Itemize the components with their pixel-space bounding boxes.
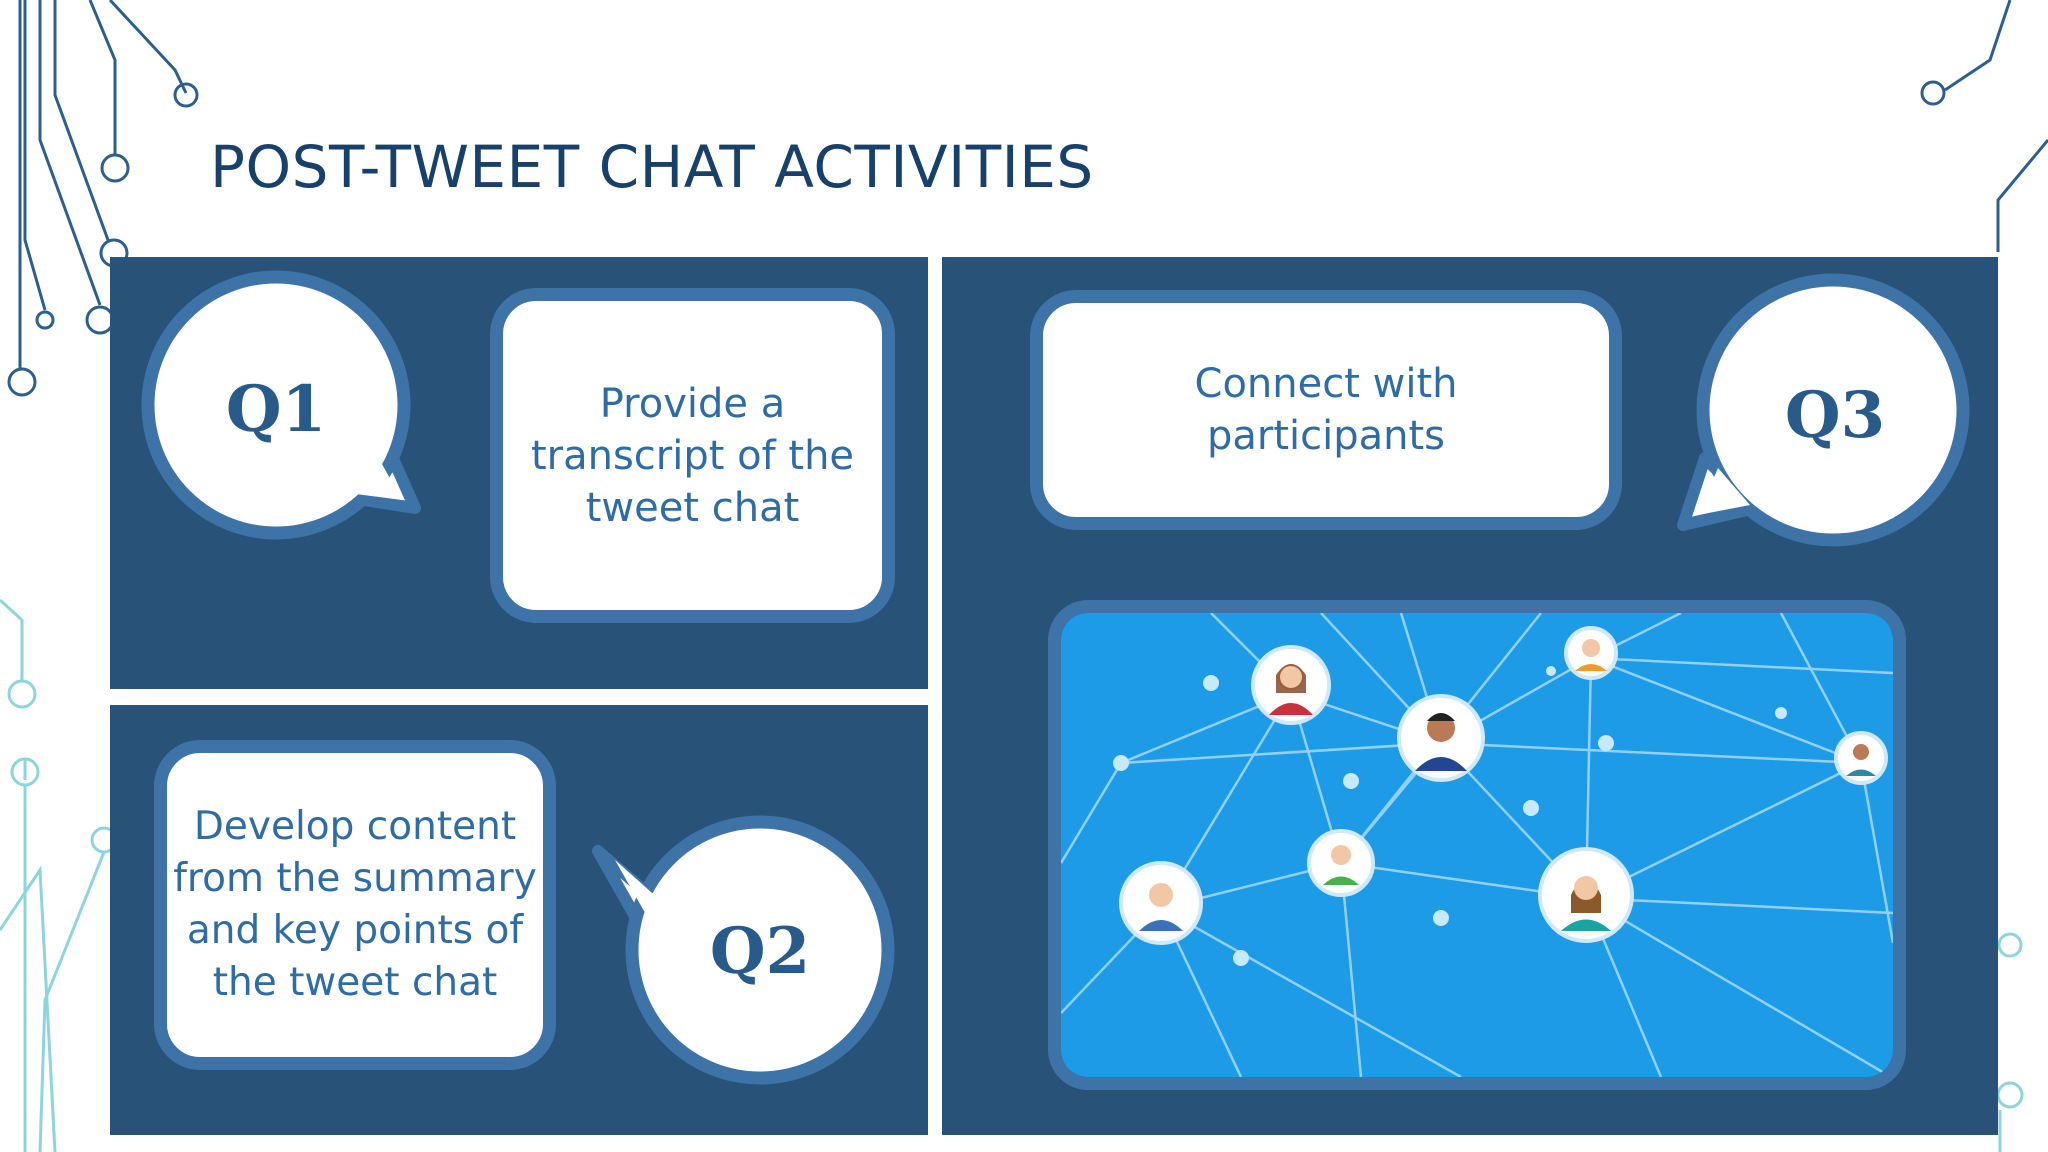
q3-card: Connect with participants (1030, 290, 1622, 530)
q1-text: Provide a transcript of the tweet chat (530, 380, 855, 531)
q1-card: Provide a transcript of the tweet chat (490, 288, 895, 623)
avatar-icon (1397, 694, 1485, 782)
avatar-icon (1834, 731, 1888, 785)
avatar-icon (1119, 861, 1203, 945)
people-network-illustration (1048, 600, 1906, 1090)
page-title: POST-TWEET CHAT ACTIVITIES (210, 133, 1094, 201)
q2-label: Q2 (709, 914, 811, 989)
avatar-icon (1564, 626, 1618, 680)
q2-card: Develop content from the summary and key… (154, 740, 556, 1070)
q2-text: Develop content from the summary and key… (173, 804, 537, 1005)
avatar-icon (1307, 829, 1375, 897)
q1-label: Q1 (225, 372, 327, 447)
avatar-icon (1538, 847, 1634, 943)
q3-text: Connect with participants (1194, 361, 1458, 459)
q3-label: Q3 (1784, 378, 1886, 453)
avatar-icon (1251, 645, 1331, 725)
network-graphic (1061, 613, 1893, 1077)
